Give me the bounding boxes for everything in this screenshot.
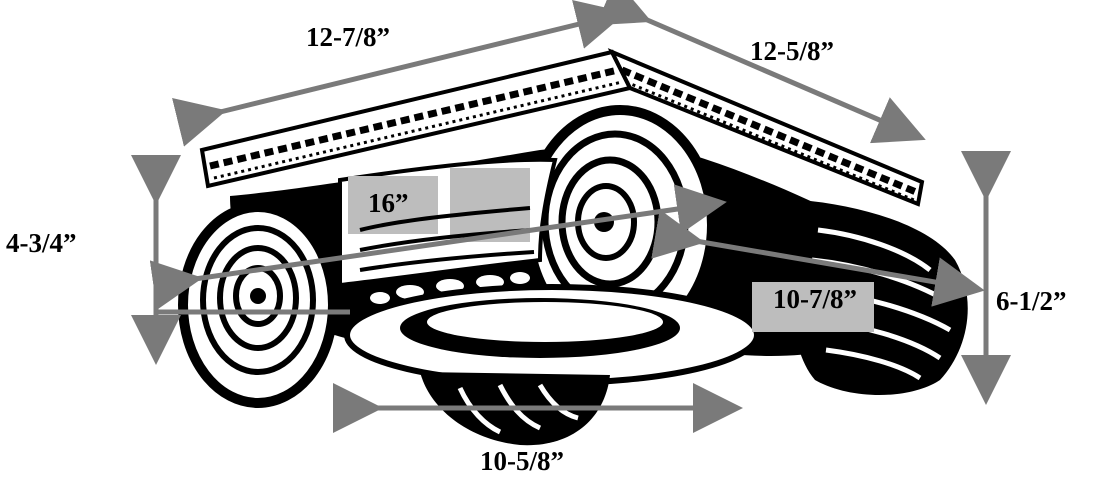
- label-right-diagonal: 10-7/8”: [773, 284, 857, 314]
- label-top-right-edge: 12-5/8”: [750, 36, 834, 66]
- label-top-left-edge: 12-7/8”: [306, 22, 390, 52]
- label-bottom-width: 10-5/8”: [480, 446, 564, 476]
- arrow-scroll-diagonal: [149, 184, 727, 310]
- necking-ring: [344, 284, 760, 386]
- dimension-labels: 12-7/8” 12-5/8” 16” 4-3/4” 10-7/8” 6-1/2…: [6, 22, 1067, 476]
- label-scroll-diagonal: 16”: [368, 188, 409, 218]
- label-left-height: 4-3/4”: [6, 228, 77, 258]
- dimension-arrows: [131, 0, 1011, 433]
- arrow-right-diagonal: [651, 209, 985, 307]
- left-volute: [178, 202, 338, 408]
- label-right-height: 6-1/2”: [996, 286, 1067, 316]
- ionic-capital-icon: [178, 48, 968, 446]
- arrow-top-right-edge: [595, 0, 926, 144]
- arrow-top-left-edge: [172, 0, 627, 147]
